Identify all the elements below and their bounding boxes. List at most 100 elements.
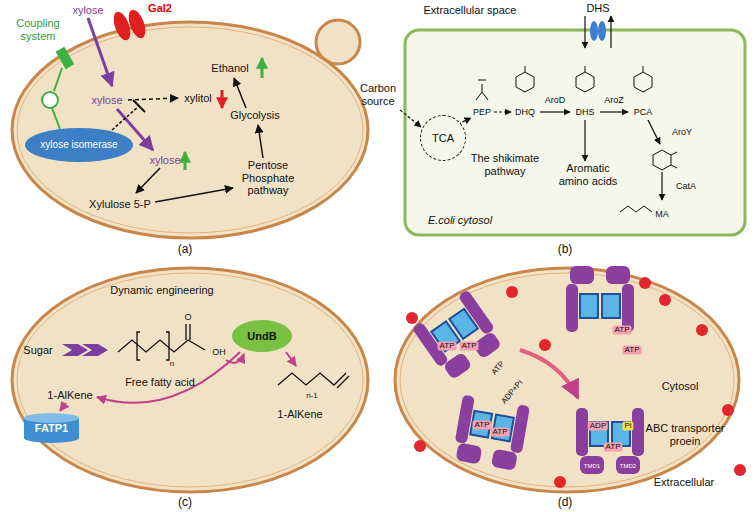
label-text: TMD2 xyxy=(620,463,636,470)
label-text: Xylulose 5-P xyxy=(89,198,151,211)
node-text: Dynamic engineering xyxy=(110,284,213,297)
illustration-line xyxy=(648,120,660,144)
enzyme-oval: UndB xyxy=(232,320,292,352)
illustration-line xyxy=(54,68,62,91)
illustration-circle xyxy=(539,339,551,351)
illustration-use xyxy=(412,289,506,382)
transporter-cylinder: FATP1 xyxy=(24,413,79,443)
illustration-ellipse xyxy=(590,21,598,41)
node-text: TCA xyxy=(432,132,454,145)
illustration-path xyxy=(520,350,578,398)
illustration-line xyxy=(584,16,585,48)
illustration-line xyxy=(661,172,662,200)
illustration-polygon xyxy=(653,150,671,170)
label-text: ABC transporter proein xyxy=(645,422,725,447)
illustration-polygon xyxy=(634,72,652,92)
illustration-line xyxy=(155,188,233,202)
illustration-path xyxy=(137,332,169,360)
label-text: ATP xyxy=(438,341,457,350)
label-text: ATP xyxy=(491,427,510,436)
illustration-circle xyxy=(659,294,671,306)
illustration-circle xyxy=(414,440,426,452)
label-text: Gal2 xyxy=(148,2,172,15)
cell-region: Cytosol xyxy=(395,268,740,493)
label-text: AroZ xyxy=(604,95,624,105)
label-text: (b) xyxy=(558,243,573,257)
label-text: DHS xyxy=(586,2,609,15)
label-text: ATP xyxy=(623,345,642,354)
illustration-path xyxy=(97,352,240,403)
label-text: AroD xyxy=(545,95,566,105)
illustration-use xyxy=(576,408,644,474)
illustration-rect xyxy=(405,30,745,235)
illustration-polyline xyxy=(118,340,205,352)
label-text: OH xyxy=(212,347,226,357)
illustration-line xyxy=(88,18,112,86)
label-text: Aromatic amino acids xyxy=(550,162,626,187)
label-text: MA xyxy=(655,209,669,219)
label-text: PEP xyxy=(473,107,491,117)
illustration-g xyxy=(516,66,677,212)
label-text: Coupling system xyxy=(12,17,64,42)
illustration-line xyxy=(261,58,264,78)
illustration-polyline xyxy=(278,373,346,385)
label-text: ADP xyxy=(588,421,608,430)
label-text: ATP xyxy=(604,442,623,451)
label-text: (d) xyxy=(558,496,573,510)
illustration-line xyxy=(337,376,349,388)
label-text: xylose xyxy=(91,94,122,107)
illustration-ellipse xyxy=(598,21,606,41)
illustration-line xyxy=(584,120,585,161)
illustration-line xyxy=(610,16,611,48)
illustration-ellipse xyxy=(12,268,368,492)
illustration-line xyxy=(184,152,187,170)
label-text: ATP xyxy=(460,341,479,350)
illustration-path xyxy=(525,66,677,168)
illustration-circle xyxy=(506,286,518,298)
illustration-line xyxy=(540,111,570,112)
node-text: E.coli cytosol xyxy=(428,214,492,227)
illustration-circle xyxy=(554,476,566,488)
illustration-line xyxy=(234,78,246,108)
illustration-circle xyxy=(722,404,734,416)
node-text: xylose isomerase xyxy=(40,139,117,151)
illustration-line xyxy=(286,352,296,366)
illustration-line xyxy=(400,110,421,127)
label-text: ATP xyxy=(473,420,492,429)
label-text: CatA xyxy=(676,181,696,191)
illustration-g xyxy=(406,277,746,488)
illustration-circle xyxy=(42,92,58,108)
cell-region: E.coli cytosol TCA xyxy=(405,30,745,235)
label-text: 1-AlKene xyxy=(47,389,92,402)
enzyme-oval: xylose isomerase xyxy=(25,128,133,162)
label-text: (c) xyxy=(178,496,192,510)
illustration-ellipse xyxy=(17,27,363,233)
illustration-line xyxy=(494,111,511,112)
label-text: Extracellular space xyxy=(424,4,517,17)
illustration-line xyxy=(600,111,628,112)
label-text: DHS xyxy=(575,107,594,117)
label-text: n-1 xyxy=(306,391,318,400)
label-text: 1-AlKene xyxy=(277,408,322,421)
illustration-circle xyxy=(639,277,651,289)
label-text: DHQ xyxy=(515,107,535,117)
illustration-line xyxy=(112,106,139,130)
illustration-ellipse xyxy=(17,273,363,487)
label-text: Extracellular xyxy=(654,476,715,489)
illustration-ellipse xyxy=(12,22,368,238)
label-text: The shikimate pathway xyxy=(469,152,541,177)
label-text: xylitol xyxy=(184,92,212,105)
label-text: xylose xyxy=(72,4,103,17)
label-text: Ethanol xyxy=(211,62,248,75)
illustration-line xyxy=(128,98,178,100)
illustration-circle xyxy=(696,324,708,336)
illustration-circle xyxy=(406,312,418,324)
label-text: O xyxy=(184,312,191,322)
label-text: AroY xyxy=(672,127,692,137)
label-text: xylose xyxy=(149,154,180,167)
illustration-line xyxy=(221,90,224,108)
illustration-line xyxy=(136,168,160,193)
illustration-g xyxy=(62,344,108,356)
illustration-line xyxy=(60,403,66,411)
